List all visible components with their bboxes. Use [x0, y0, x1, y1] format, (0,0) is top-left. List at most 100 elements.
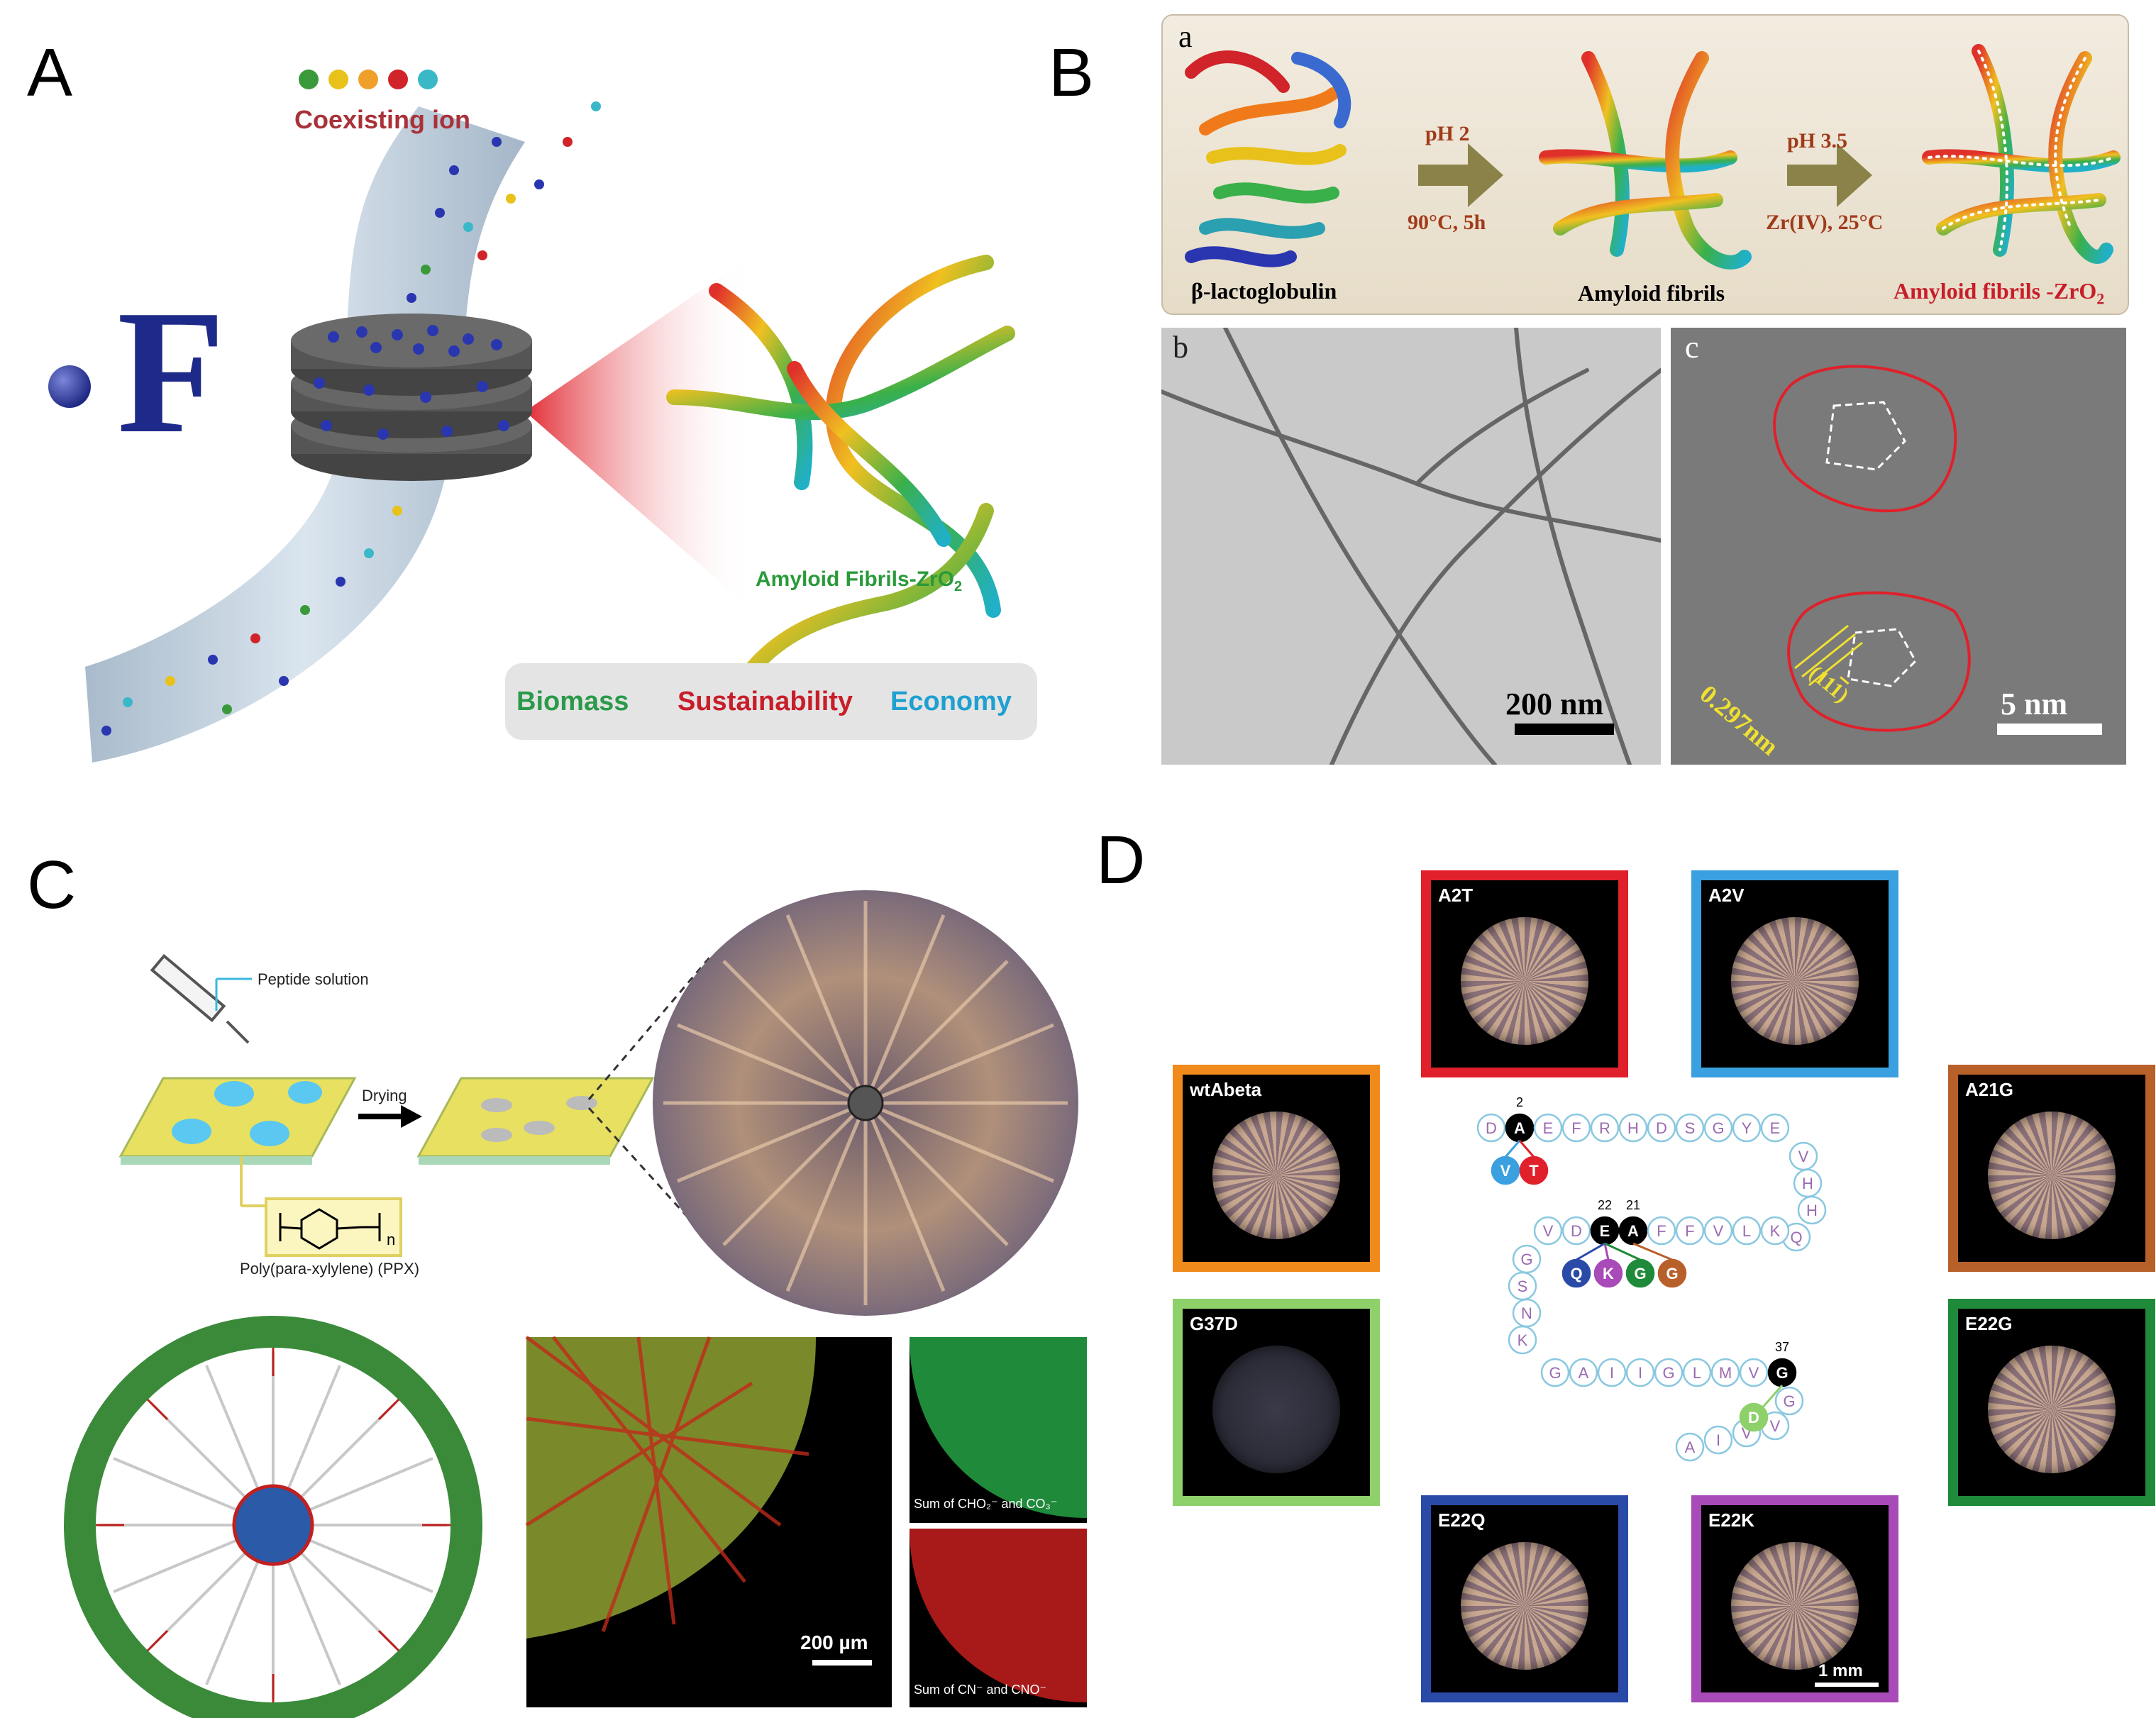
beta-lactoglobulin-label: β-lactoglobulin: [1191, 278, 1337, 304]
svg-text:R: R: [1599, 1119, 1610, 1137]
fluoride-ion-ball: [48, 365, 91, 408]
svg-text:V: V: [1798, 1148, 1809, 1165]
svg-text:Q: Q: [1790, 1229, 1802, 1246]
svg-text:Q: Q: [1570, 1265, 1582, 1282]
svg-text:A: A: [1579, 1364, 1589, 1382]
drying-label: Drying: [362, 1087, 407, 1104]
residue-bead: E: [1533, 1113, 1563, 1143]
ppx-structure-formula: [279, 1208, 381, 1250]
ppx-substrate-wet: [118, 1077, 357, 1165]
residue-bead: V: [1739, 1358, 1769, 1387]
residue-bead: F: [1675, 1216, 1705, 1246]
ppx-n-subscript: n: [387, 1231, 396, 1248]
svg-text:T: T: [1529, 1162, 1539, 1180]
keyword-economy: Economy: [890, 687, 1012, 716]
mutant-tile-a2v: A2V: [1691, 870, 1898, 1077]
residue-bead: N: [1512, 1298, 1542, 1328]
tem-fibril-network: [1161, 328, 1661, 765]
sub-label-a: a: [1178, 19, 1193, 54]
mutation-arrow: [1759, 1385, 1784, 1410]
crystal-dot-image: [1212, 1346, 1340, 1473]
svg-text:F: F: [1571, 1119, 1581, 1137]
residue-bead: D: [1476, 1113, 1506, 1143]
mutant-tile-g37d: G37D: [1173, 1299, 1380, 1506]
adsorbent-disk-stack: [291, 314, 532, 481]
mutant-tile-label: E22K: [1708, 1509, 1755, 1531]
panel-a: Coexisting ion F Amyloid Fibrils-ZrO2 Bi…: [0, 0, 1064, 780]
residue-bead: F: [1647, 1216, 1676, 1246]
amyloid-fibrils-label: Amyloid fibrils: [1578, 280, 1725, 306]
step1-condition-bottom: 90°C, 5h: [1408, 211, 1486, 234]
red-map-caption: Sum of CN⁻ and CNO⁻: [914, 1683, 1047, 1697]
panel-c: Peptide solution Drying n Poly(para-xyly…: [0, 816, 1107, 1718]
arrow-step1: [1418, 143, 1503, 207]
svg-text:E: E: [1600, 1222, 1610, 1240]
beta-lactoglobulin-structure: [1185, 50, 1351, 267]
scale-bar-5nm: [1997, 724, 2102, 735]
residue-g37: G: [1767, 1358, 1797, 1387]
amyloid-fibrils-structure: [1539, 51, 1752, 270]
svg-text:S: S: [1518, 1278, 1528, 1295]
svg-text:M: M: [1719, 1364, 1732, 1382]
crystal-dot-image: [1212, 1112, 1340, 1239]
residue-bead: V: [1789, 1141, 1818, 1171]
residue-bead: K: [1508, 1325, 1537, 1355]
svg-text:I: I: [1610, 1364, 1614, 1382]
svg-text:Y: Y: [1742, 1119, 1752, 1137]
position-37-label: 37: [1775, 1340, 1789, 1354]
panel-label-d: D: [1096, 822, 1146, 898]
mutant-tile-label: wtAbeta: [1190, 1079, 1262, 1100]
green-map-caption: Sum of CHO₂⁻ and CO₃⁻: [914, 1497, 1058, 1511]
residue-bead: G: [1654, 1358, 1684, 1387]
residue-bead: G: [1774, 1386, 1804, 1416]
mutant-tile-e22g: E22G: [1948, 1299, 2155, 1506]
crystal-dot-image: [1731, 1542, 1859, 1670]
residue-bead: L: [1682, 1358, 1712, 1387]
residue-bead: M: [1710, 1358, 1740, 1387]
hrtem-image-c: c 0.297nm (111) 5 nm: [1671, 328, 2126, 765]
mutant-residue-a21-g: G: [1657, 1258, 1687, 1288]
crystal-dendrites: [663, 901, 1068, 1305]
ppx-label: Poly(para-xylylene) (PPX): [240, 1260, 420, 1278]
mutant-tile-label: A2T: [1438, 885, 1474, 906]
scale-label-200um: 200 µm: [800, 1631, 868, 1653]
svg-text:F: F: [1657, 1222, 1666, 1240]
mutant-residue-e22-k: K: [1593, 1258, 1623, 1288]
mutant-residue-e22-q: Q: [1561, 1258, 1591, 1288]
mutant-tile-e22q: E22Q: [1421, 1495, 1628, 1702]
amyloid-fibrils-zro2-label: Amyloid Fibrils-ZrO2: [756, 567, 963, 594]
svg-text:H: H: [1627, 1119, 1639, 1137]
residue-e22: E: [1590, 1216, 1620, 1246]
crystal-dot-image: [1461, 1542, 1588, 1670]
syringe-icon: [150, 953, 250, 1044]
mutant-residue-g37-d: D: [1739, 1402, 1769, 1432]
svg-text:A: A: [1514, 1119, 1525, 1137]
amyloid-fibrils-zro2-product-label: Amyloid fibrils -ZrO2: [1894, 278, 2105, 308]
svg-text:V: V: [1713, 1222, 1724, 1240]
ion-particles: [101, 101, 601, 736]
svg-text:V: V: [1543, 1222, 1554, 1240]
svg-text:H: H: [1802, 1175, 1813, 1192]
position-21-label: 21: [1626, 1198, 1640, 1212]
panel-a-illustration: [48, 70, 1015, 763]
crystal-dot-image: [1731, 917, 1859, 1045]
mutant-tile-a21g: A21G: [1948, 1065, 2155, 1272]
residue-bead: S: [1675, 1113, 1705, 1143]
residue-bead: D: [1561, 1216, 1591, 1246]
mutation-arrow: [1504, 1140, 1521, 1158]
residue-bead: I: [1625, 1358, 1655, 1387]
svg-text:D: D: [1571, 1222, 1582, 1240]
residue-bead: I: [1597, 1358, 1627, 1387]
svg-text:H: H: [1806, 1202, 1818, 1219]
svg-text:I: I: [1638, 1364, 1642, 1382]
position-22-label: 22: [1598, 1198, 1612, 1212]
residue-a2: A: [1505, 1113, 1535, 1143]
residue-bead: V: [1533, 1216, 1563, 1246]
arrow-step2: [1787, 143, 1872, 207]
residue-bead: R: [1590, 1113, 1620, 1143]
svg-text:V: V: [1749, 1364, 1759, 1382]
svg-text:G: G: [1634, 1265, 1646, 1282]
